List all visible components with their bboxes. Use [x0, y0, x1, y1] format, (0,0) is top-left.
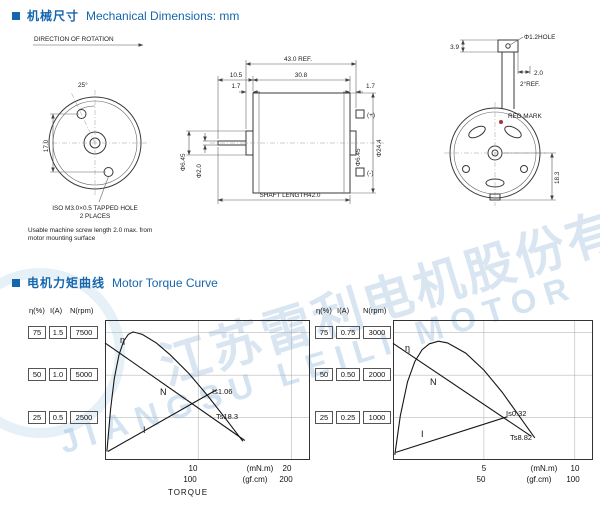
rear-hole [462, 165, 470, 173]
y-tick: 0.25 [336, 411, 360, 424]
eta-axis-header: η(%) [29, 306, 45, 315]
torque-chart-left: η(%) I(A) N(rpm) 75 1.5 7500 50 1.0 5000… [28, 303, 320, 510]
front-length-dimension: 10.5 [230, 72, 243, 79]
x-unit-gfcm: (gf.cm) [526, 475, 552, 484]
y-tick: 7500 [70, 326, 98, 339]
y-tick: 50 [315, 368, 333, 381]
speed-axis-header: N(rpm) [70, 306, 94, 315]
y-tick: 2500 [70, 411, 98, 424]
shaft-diameter: Φ2.0 [196, 164, 203, 178]
angle-ref-label: 2°REF. [520, 80, 540, 88]
body-length-dimension: 30.8 [295, 72, 308, 79]
direction-of-rotation-label: DIRECTION OF ROTATION [34, 36, 114, 43]
holes-distance-dimension: 17.0 [43, 139, 50, 152]
current-curve-label: I [421, 429, 424, 439]
speed-axis-header: N(rpm) [363, 306, 387, 315]
y-tick: 0.5 [49, 411, 67, 424]
rear-hole [520, 165, 528, 173]
y-tick: 1000 [363, 411, 391, 424]
torque-plot-left [104, 320, 310, 460]
stall-current-annotation: Is1.06 [212, 387, 233, 396]
x-unit-mNm: (mN.m) [530, 464, 558, 473]
y-tick: 3000 [363, 326, 391, 339]
terminal-lug [497, 39, 519, 53]
y-tick: 1.5 [49, 326, 67, 339]
y-tick: 0.75 [336, 326, 360, 339]
speed-curve-label: N [160, 387, 167, 397]
rear-boss-diameter: Φ6.45 [355, 148, 362, 166]
rear-boss-dimension: 1.7 [366, 83, 375, 90]
hole-offset-dimension: 2.0 [534, 70, 543, 77]
torque-title-zh: 电机力矩曲线 [27, 276, 106, 290]
efficiency-curve-label: η [405, 343, 411, 353]
shaft-length-dimension: SHAFT LENGTH42.0 [260, 192, 321, 199]
x-tick-max: 10 [570, 464, 580, 473]
plate-height-dimension: 3.9 [450, 44, 459, 51]
eta-axis-header: η(%) [316, 306, 332, 315]
y-tick: 50 [28, 368, 46, 381]
hole-diameter-label: Φ1.2HOLE [524, 34, 555, 41]
y-tick: 75 [28, 326, 46, 339]
y-tick: 5000 [70, 368, 98, 381]
x-tick-mid: 5 [481, 464, 487, 473]
torque-plot-right [392, 320, 593, 460]
front-view: DIRECTION OF ROTATION 25° 17.0 ISO M3.0×… [28, 36, 152, 242]
x-unit-mNm: (mN.m) [246, 464, 274, 473]
y-tick: 25 [28, 411, 46, 424]
vent-slot [485, 178, 505, 188]
mechanical-title-en: Mechanical Dimensions: mm [86, 8, 240, 23]
stall-current-annotation: Is0.32 [506, 409, 527, 418]
bottom-notch [489, 193, 501, 201]
terminal-plus-tab [355, 109, 365, 119]
negative-terminal-label: (-) [367, 170, 373, 177]
speed-curve-label: N [430, 377, 437, 387]
front-boss-diameter: Φ6.45 [180, 153, 187, 171]
red-mark-label: RED MARK [508, 113, 542, 120]
y-tick: 2000 [363, 368, 391, 381]
angle-dimension: 25° [78, 81, 88, 89]
x-tick-max-gfcm: 200 [279, 475, 293, 484]
x-tick-mid-gfcm: 100 [183, 475, 197, 484]
torque-section-header: 电机力矩曲线 Motor Torque Curve [12, 274, 218, 291]
efficiency-curve-label: η [120, 335, 126, 345]
positive-terminal-label: (+) [367, 112, 375, 119]
torque-axis-label: TORQUE [167, 488, 209, 497]
stall-torque-annotation: Ts8.82 [510, 433, 533, 442]
stall-torque-annotation: Ts18.3 [216, 412, 239, 421]
tapped-hole-note-line2: 2 PLACES [80, 213, 111, 220]
body-diameter: Φ24.4 [376, 139, 383, 157]
x-tick-max: 20 [282, 464, 292, 473]
y-tick: 1.0 [49, 368, 67, 381]
section-bullet-icon [12, 11, 20, 20]
torque-chart-right: η(%) I(A) N(rpm) 75 0.75 3000 50 0.50 20… [315, 303, 600, 493]
current-curve-label: I [143, 425, 146, 435]
height-dimension: 18.3 [554, 171, 561, 184]
y-tick: 75 [315, 326, 333, 339]
x-tick-mid: 10 [188, 464, 198, 473]
lug-hole [505, 43, 511, 49]
screw-note-line1: Usable machine screw length 2.0 max. fro… [28, 227, 152, 234]
tapped-hole-note-line1: ISO M3.0×0.5 TAPPED HOLE [52, 205, 138, 212]
rear-view: Φ1.2HOLE 3.9 2.0 2°REF. RED MARK 18.3 [444, 34, 561, 206]
y-tick: 25 [315, 411, 333, 424]
vent-slot [504, 125, 522, 139]
x-unit-gfcm: (gf.cm) [242, 475, 268, 484]
mechanical-title-zh: 机械尺寸 [27, 9, 80, 23]
vent-slot [468, 125, 486, 139]
current-axis-header: I(A) [337, 306, 350, 315]
overall-length-dimension: 43.0 REF. [284, 56, 312, 63]
current-axis-header: I(A) [50, 306, 63, 315]
x-tick-mid-gfcm: 50 [476, 475, 486, 484]
mechanical-drawings: DIRECTION OF ROTATION 25° 17.0 ISO M3.0×… [28, 34, 561, 242]
x-tick-max-gfcm: 100 [566, 475, 580, 484]
section-bullet-icon [12, 278, 20, 287]
side-view: (+) (-) 43.0 REF. 10.5 30.8 1.7 1.7 Φ6.4… [180, 56, 384, 204]
y-tick: 0.50 [336, 368, 360, 381]
screw-note-line2: motor mounting surface [28, 235, 96, 242]
torque-title-en: Motor Torque Curve [112, 275, 218, 290]
front-boss-dimension: 1.7 [232, 83, 241, 90]
red-mark-dot [499, 120, 503, 124]
mechanical-section-header: 机械尺寸 Mechanical Dimensions: mm [12, 7, 239, 24]
terminal-minus-tab [355, 167, 365, 177]
